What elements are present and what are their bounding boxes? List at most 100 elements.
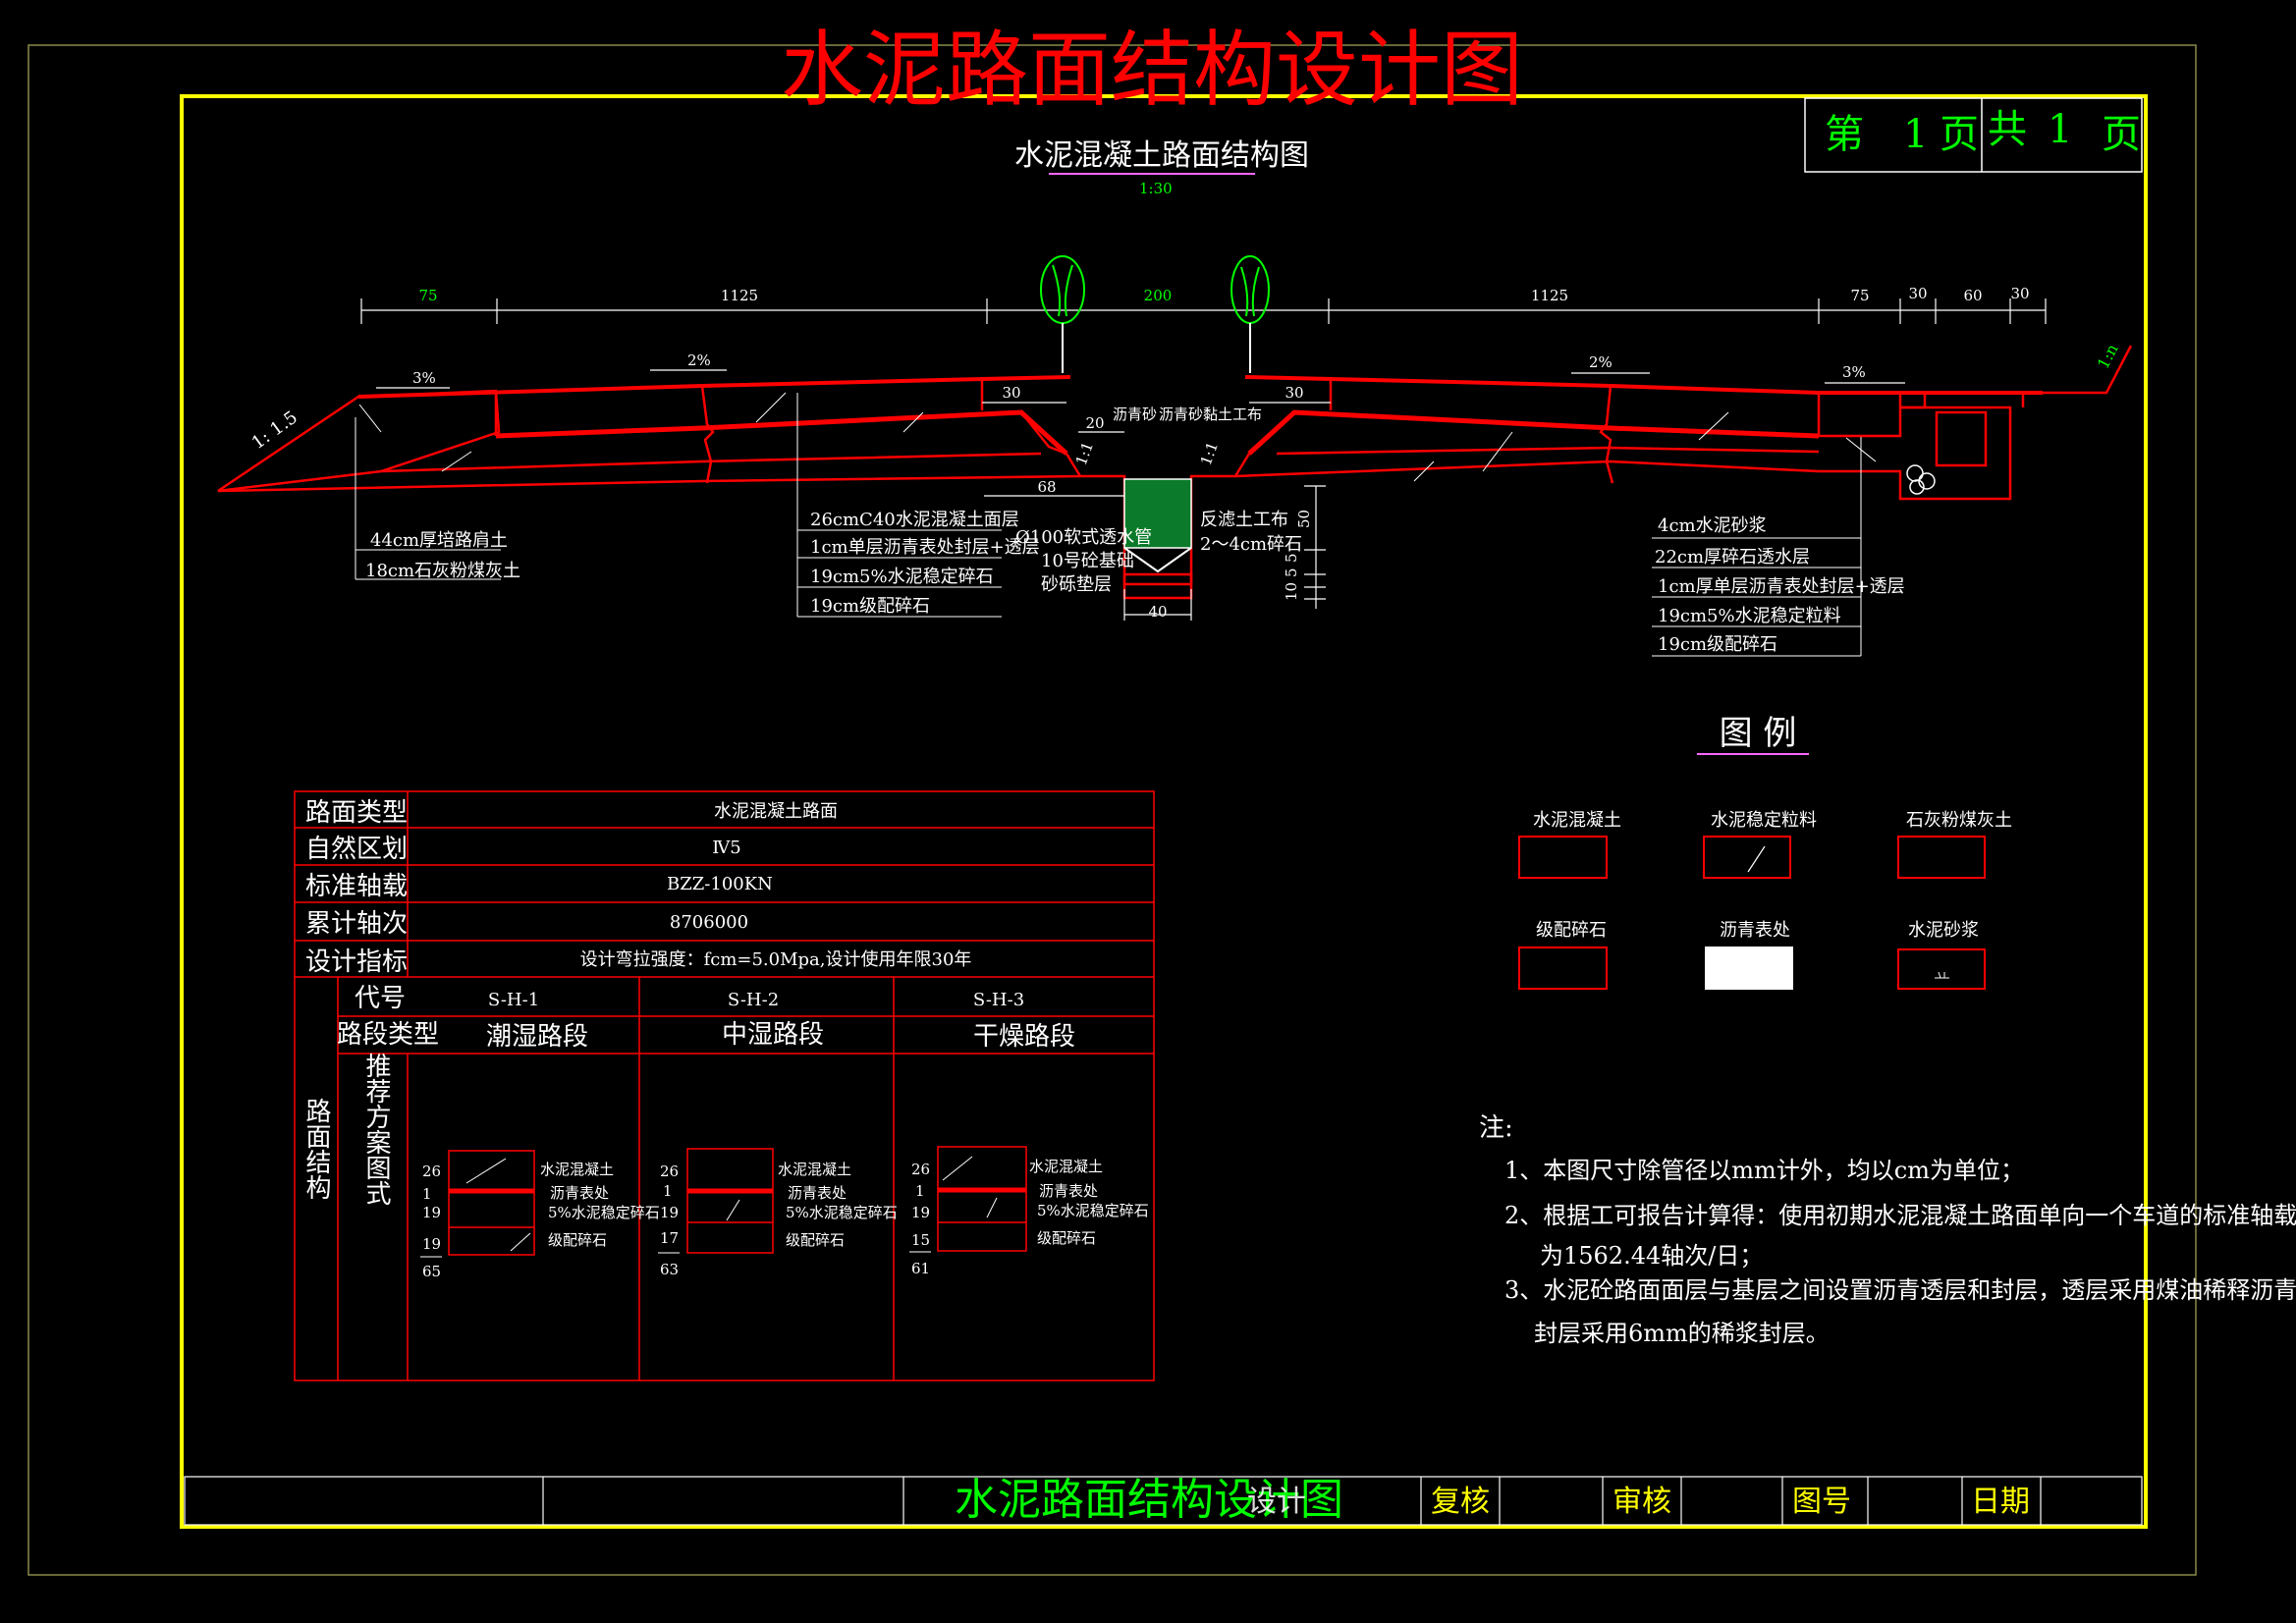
table-row-2-label: 标准轴载	[305, 872, 408, 901]
note-3: 3、水泥砼路面面层与基层之间设置沥青透层和封层，透层采用煤油稀释沥青，	[1504, 1276, 2296, 1304]
left-label-1: 18cm石灰粉煤灰土	[365, 561, 520, 581]
scheme-1-l0: 水泥混凝土	[778, 1161, 851, 1178]
scheme-0-l0: 水泥混凝土	[540, 1161, 614, 1178]
scheme-2-l1: 沥青表处	[1039, 1182, 1098, 1200]
pipe-label-2: 砂砾垫层	[1041, 574, 1112, 595]
title-block-review-label: 审核	[1613, 1485, 1671, 1519]
legend-swatch-3	[1518, 947, 1608, 990]
title-block-design-label: 设计	[1247, 1485, 1306, 1519]
center-label-1: 1cm单层沥青表处封层+透层	[810, 537, 1040, 558]
scheme-1-t2: 19	[660, 1204, 679, 1221]
title-block-drawing-name: 水泥路面结构设计图	[955, 1475, 1343, 1525]
design-table: 路面类型 水泥混凝土路面 自然区划 Ⅳ5 标准轴载 BZZ-100KN 累计轴次…	[294, 790, 1155, 1381]
scheme-0-l3: 级配碎石	[548, 1231, 607, 1249]
table-section-label: 路段类型	[337, 1020, 439, 1050]
drawing-title: 水泥混凝土路面结构图	[1014, 138, 1309, 173]
legend-label-0: 水泥混凝土	[1533, 810, 1621, 831]
dim-top-6: 60	[1963, 287, 1982, 304]
slope-left-lane: 2%	[687, 352, 711, 369]
dim-ditch-offset: 68	[1037, 478, 1056, 496]
dim-left-curb: 30	[1002, 384, 1020, 402]
median-top-label: 沥青砂	[1113, 406, 1157, 423]
table-scheme-label: 推荐方案图式	[361, 1053, 391, 1206]
scheme-2-t0: 26	[911, 1161, 930, 1178]
scheme-1-t1: 1	[663, 1182, 673, 1200]
notes: 注: 1、本图尺寸除管径以mm计外，均以cm为单位； 2、根据工可报告计算得：使…	[1479, 1113, 2296, 1347]
total-unit: 页	[2102, 112, 2141, 157]
scheme-0-t3: 19	[422, 1235, 441, 1253]
total-label: 共	[1988, 107, 2027, 152]
right-label-0: 4cm水泥砂浆	[1658, 515, 1767, 536]
table-row-2-value: BZZ-100KN	[667, 874, 773, 894]
page-unit: 页	[1940, 112, 1979, 157]
filter-label-1: 2～4cm碎石	[1200, 534, 1302, 555]
scheme-0-t1: 1	[422, 1185, 432, 1203]
legend-swatch-2	[1897, 836, 1986, 879]
filter-label-0: 反滤土工布	[1200, 510, 1288, 530]
table-row-4-label: 设计指标	[305, 947, 408, 977]
legend-swatch-4	[1705, 947, 1793, 990]
table-row-3-value: 8706000	[670, 912, 748, 933]
scheme-0-t2: 19	[422, 1204, 441, 1221]
scheme-2-l0: 水泥混凝土	[1029, 1158, 1103, 1175]
table-row-0-label: 路面类型	[305, 798, 408, 828]
table-col-1-section: 中湿路段	[722, 1020, 824, 1050]
center-label-3: 19cm级配碎石	[810, 596, 930, 617]
median-geotextile-label: 沥青砂黏土工布	[1159, 406, 1262, 423]
scheme-1-l2: 5%水泥稳定碎石	[786, 1204, 898, 1221]
legend-swatch-5	[1897, 948, 1986, 990]
slope-left-shoulder: 3%	[412, 369, 436, 387]
title-block: 水泥路面结构设计图 设计 复核 审核 图号 日期	[184, 1475, 2143, 1526]
table-col-2-code: S-H-3	[973, 990, 1024, 1010]
dim-left-gap: 20	[1085, 414, 1104, 432]
table-group-label: 路面结构	[301, 1098, 331, 1200]
slope-right-lane: 2%	[1589, 353, 1613, 371]
dim-top-1: 1125	[721, 287, 758, 304]
legend-label-4: 沥青表处	[1720, 920, 1790, 941]
note-1: 2、根据工可报告计算得：使用初期水泥混凝土路面单向一个车道的标准轴载	[1504, 1202, 2296, 1229]
dim-depth-10: 10	[1283, 582, 1300, 601]
right-label-4: 19cm级配碎石	[1658, 634, 1777, 655]
note-0: 1、本图尺寸除管径以mm计外，均以cm为单位；	[1504, 1157, 2024, 1184]
top-dimension-chain	[360, 298, 2047, 324]
note-4: 封层采用6mm的稀浆封层。	[1534, 1320, 1830, 1347]
scheme-2-t1: 1	[915, 1182, 925, 1200]
scheme-0-l2: 5%水泥稳定碎石	[548, 1204, 660, 1221]
pipe-label-1: 10号砼基础	[1041, 551, 1134, 571]
table-row-4-value: 设计弯拉强度：fcm=5.0Mpa,设计使用年限30年	[580, 949, 972, 970]
legend-swatch-0	[1518, 836, 1608, 879]
title-block-number-label: 图号	[1792, 1485, 1851, 1519]
scheme-2-t3: 15	[911, 1231, 930, 1249]
right-leader-lines	[1652, 437, 1862, 657]
dim-top-2: 200	[1144, 287, 1173, 304]
scheme-1-l1: 沥青表处	[788, 1184, 847, 1202]
page-label: 第	[1825, 112, 1864, 157]
scheme-2-l2: 5%水泥稳定碎石	[1037, 1202, 1149, 1219]
table-row-1-label: 自然区划	[305, 835, 408, 864]
legend-label-1: 水泥稳定粒料	[1711, 810, 1817, 831]
scheme-1-l3: 级配碎石	[786, 1231, 845, 1249]
note-2: 为1562.44轴次/日；	[1540, 1242, 1763, 1270]
title-block-check-label: 复核	[1431, 1485, 1490, 1519]
inner-frame	[180, 94, 2148, 1529]
right-label-2: 1cm厚单层沥青表处封层+透层	[1658, 576, 1905, 597]
total-number: 1	[2048, 107, 2072, 152]
median-dimension-lines	[982, 402, 1331, 621]
legend-label-2: 石灰粉煤灰土	[1906, 810, 2012, 831]
scheme-0-total: 65	[422, 1263, 441, 1280]
legend-label-5: 水泥砂浆	[1908, 920, 1979, 941]
dim-depth-5a: 5	[1283, 568, 1300, 577]
right-label-3: 19cm5%水泥稳定粒料	[1658, 606, 1841, 626]
right-label-1: 22cm厚碎石透水层	[1655, 547, 1810, 568]
scheme-2-l3: 级配碎石	[1037, 1229, 1096, 1247]
median-tree-left-icon	[1040, 255, 1085, 373]
scheme-2-t2: 19	[911, 1204, 930, 1221]
dim-right-curb: 30	[1285, 384, 1303, 402]
slope-right-shoulder: 3%	[1842, 363, 1866, 381]
dim-top-4: 75	[1850, 287, 1869, 304]
page-number: 1	[1903, 112, 1928, 157]
drawing-scale: 1:30	[1139, 180, 1173, 197]
dim-top-0: 75	[418, 287, 437, 304]
scheme-2-total: 61	[911, 1260, 930, 1277]
